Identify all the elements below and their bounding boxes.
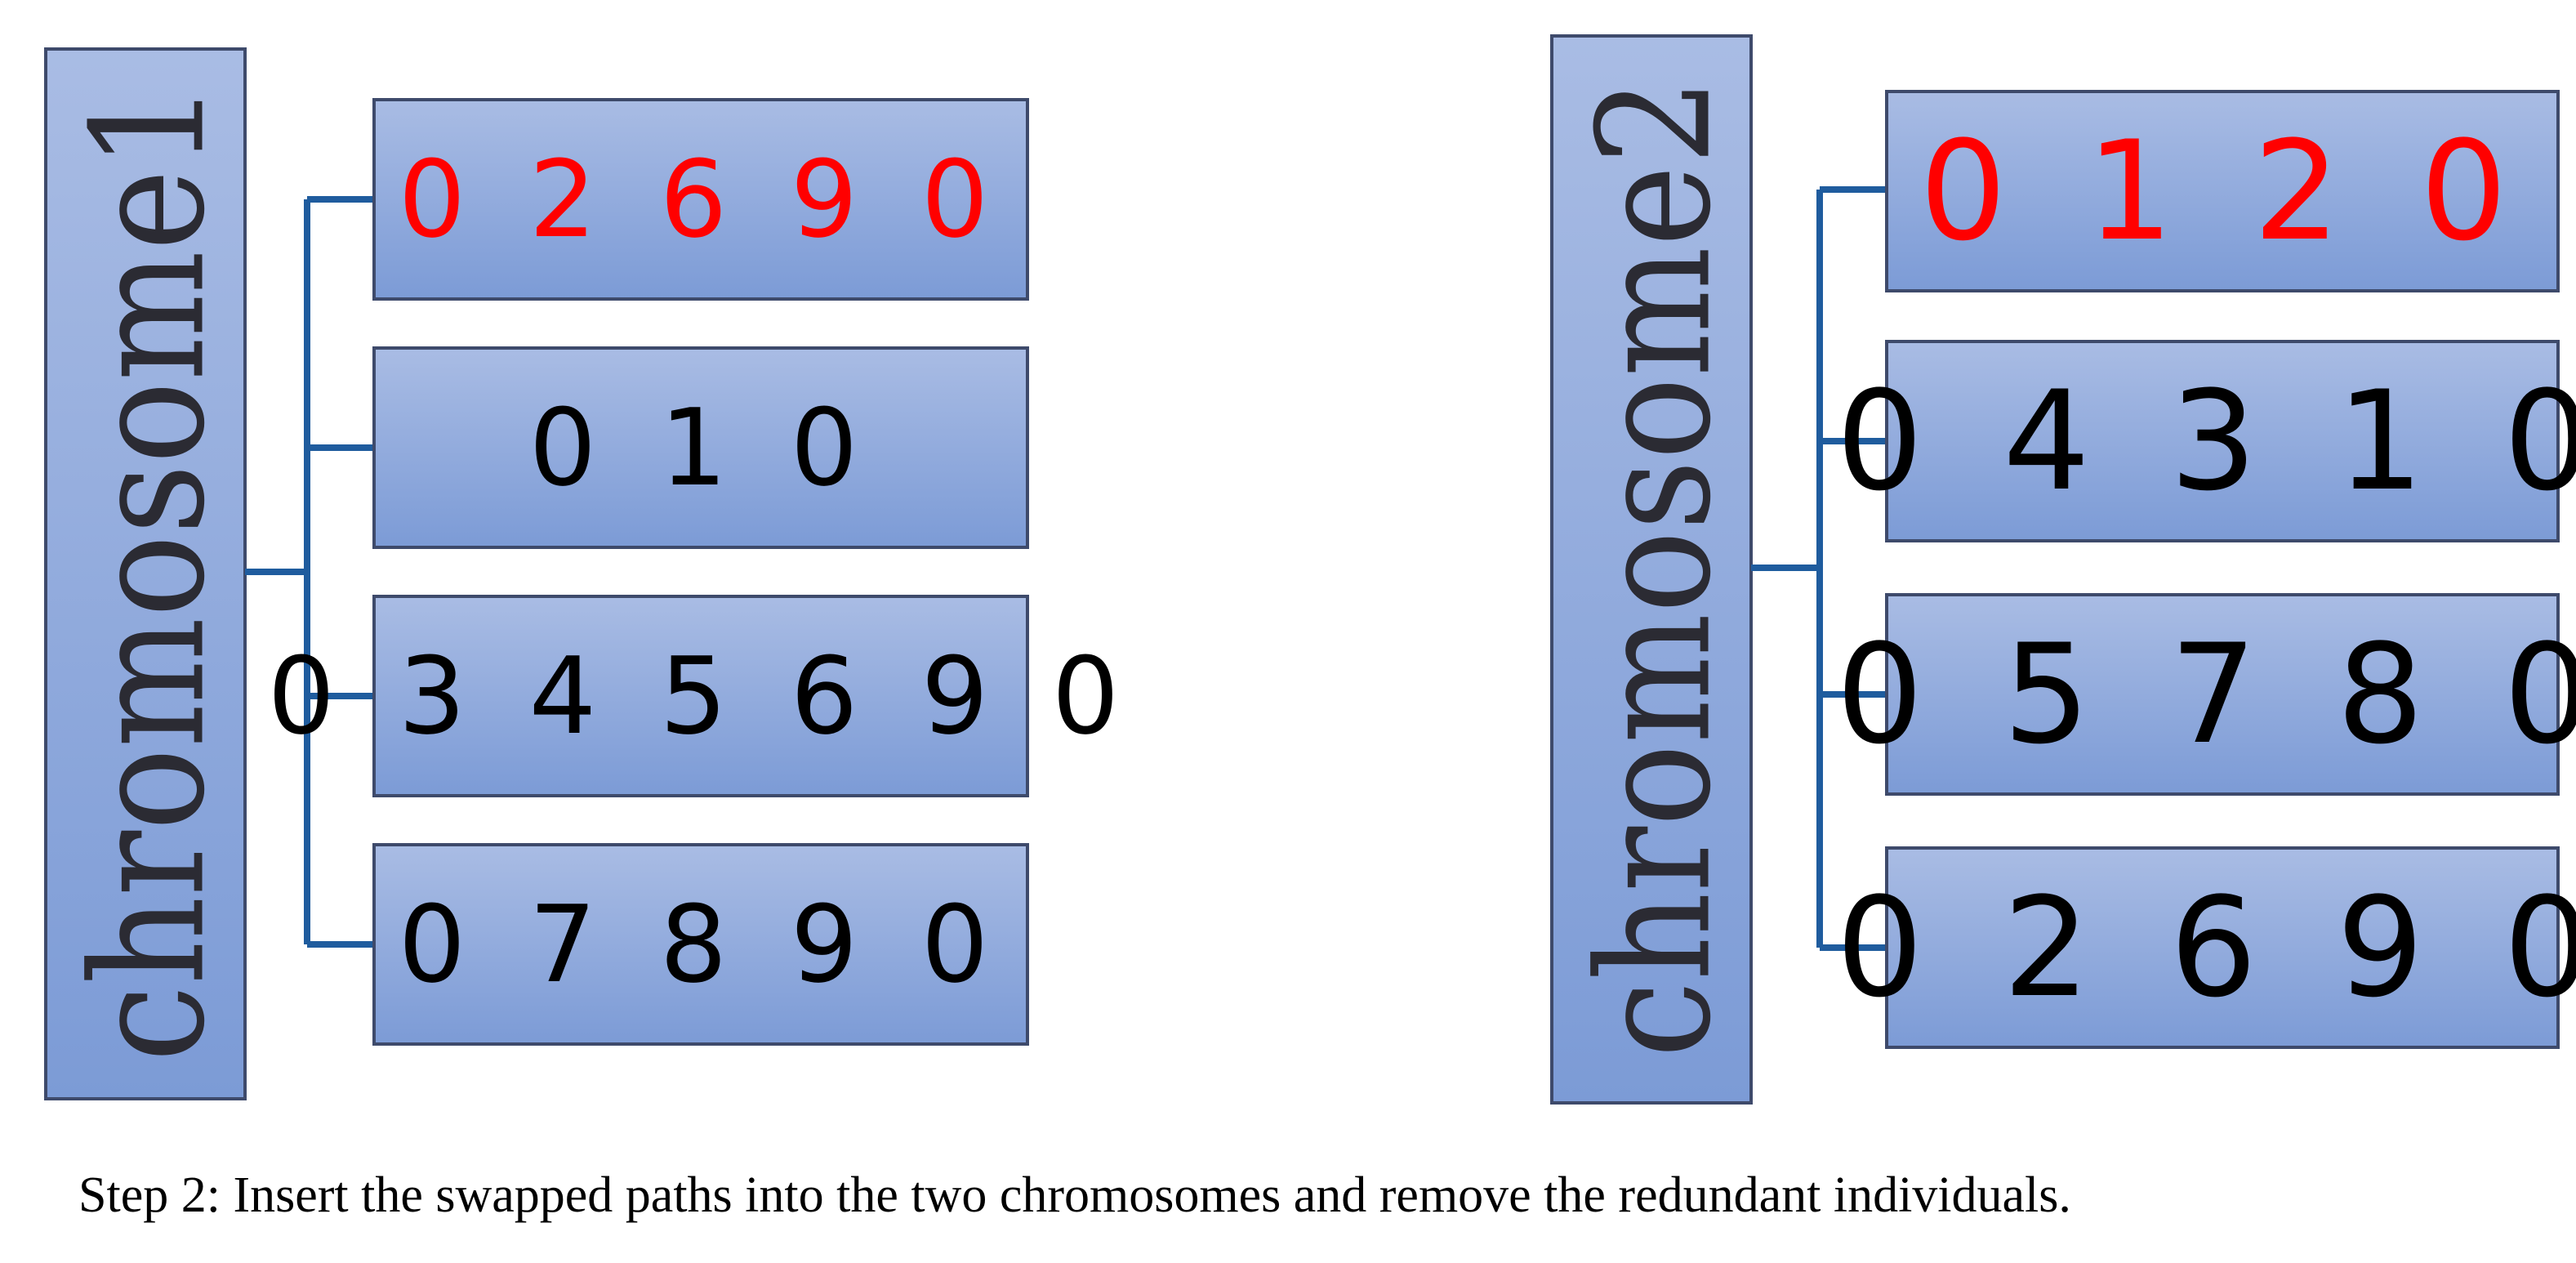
- chromosome2-path-3: 0 5 7 8 0: [1836, 614, 2576, 774]
- chromosome1-path-3: 0 3 4 5 6 9 0: [268, 634, 1134, 758]
- chromosome2-label: chromosome2: [1565, 78, 1745, 1058]
- chromosome2-path-box-3: [1885, 593, 2560, 796]
- chromosome2-group: chromosome2 0 1 2 0 0 4 3 1 0 0 5 7 8 0 …: [1550, 34, 2576, 1105]
- chromosome2-path-box-4: [1885, 846, 2560, 1049]
- chromosome2-path-1: 0 1 2 0: [1919, 111, 2525, 271]
- chromosome2-connector: [1751, 186, 1887, 951]
- chromosome1-path-box-4: [372, 843, 1029, 1046]
- chromosome1-path-4: 0 7 8 9 0: [399, 882, 1004, 1006]
- chromosome2-label-box: [1550, 34, 1753, 1105]
- chromosome1-label: chromosome1: [59, 82, 239, 1062]
- chromosome1-connector: [245, 196, 374, 948]
- figure-caption: Step 2: Insert the swapped paths into th…: [78, 1167, 2071, 1223]
- chromosome2-path-4: 0 2 6 9 0: [1836, 868, 2576, 1028]
- chromosome1-path-1: 0 2 6 9 0: [399, 137, 1004, 261]
- chromosome1-group: chromosome1 0 2 6 9 0 0 1 0 0 3 4 5 6 9 …: [44, 47, 1134, 1100]
- chromosome1-path-2: 0 1 0: [529, 386, 873, 510]
- chromosome2-path-box-1: [1885, 90, 2560, 292]
- chromosome1-path-box-3: [372, 595, 1029, 797]
- chromosome2-path-2: 0 4 3 1 0: [1836, 361, 2576, 521]
- chromosome1-path-box-2: [372, 346, 1029, 549]
- chromosome1-label-box: [44, 47, 247, 1100]
- chromosome2-path-box-2: [1885, 340, 2560, 542]
- chromosome1-path-box-1: [372, 98, 1029, 301]
